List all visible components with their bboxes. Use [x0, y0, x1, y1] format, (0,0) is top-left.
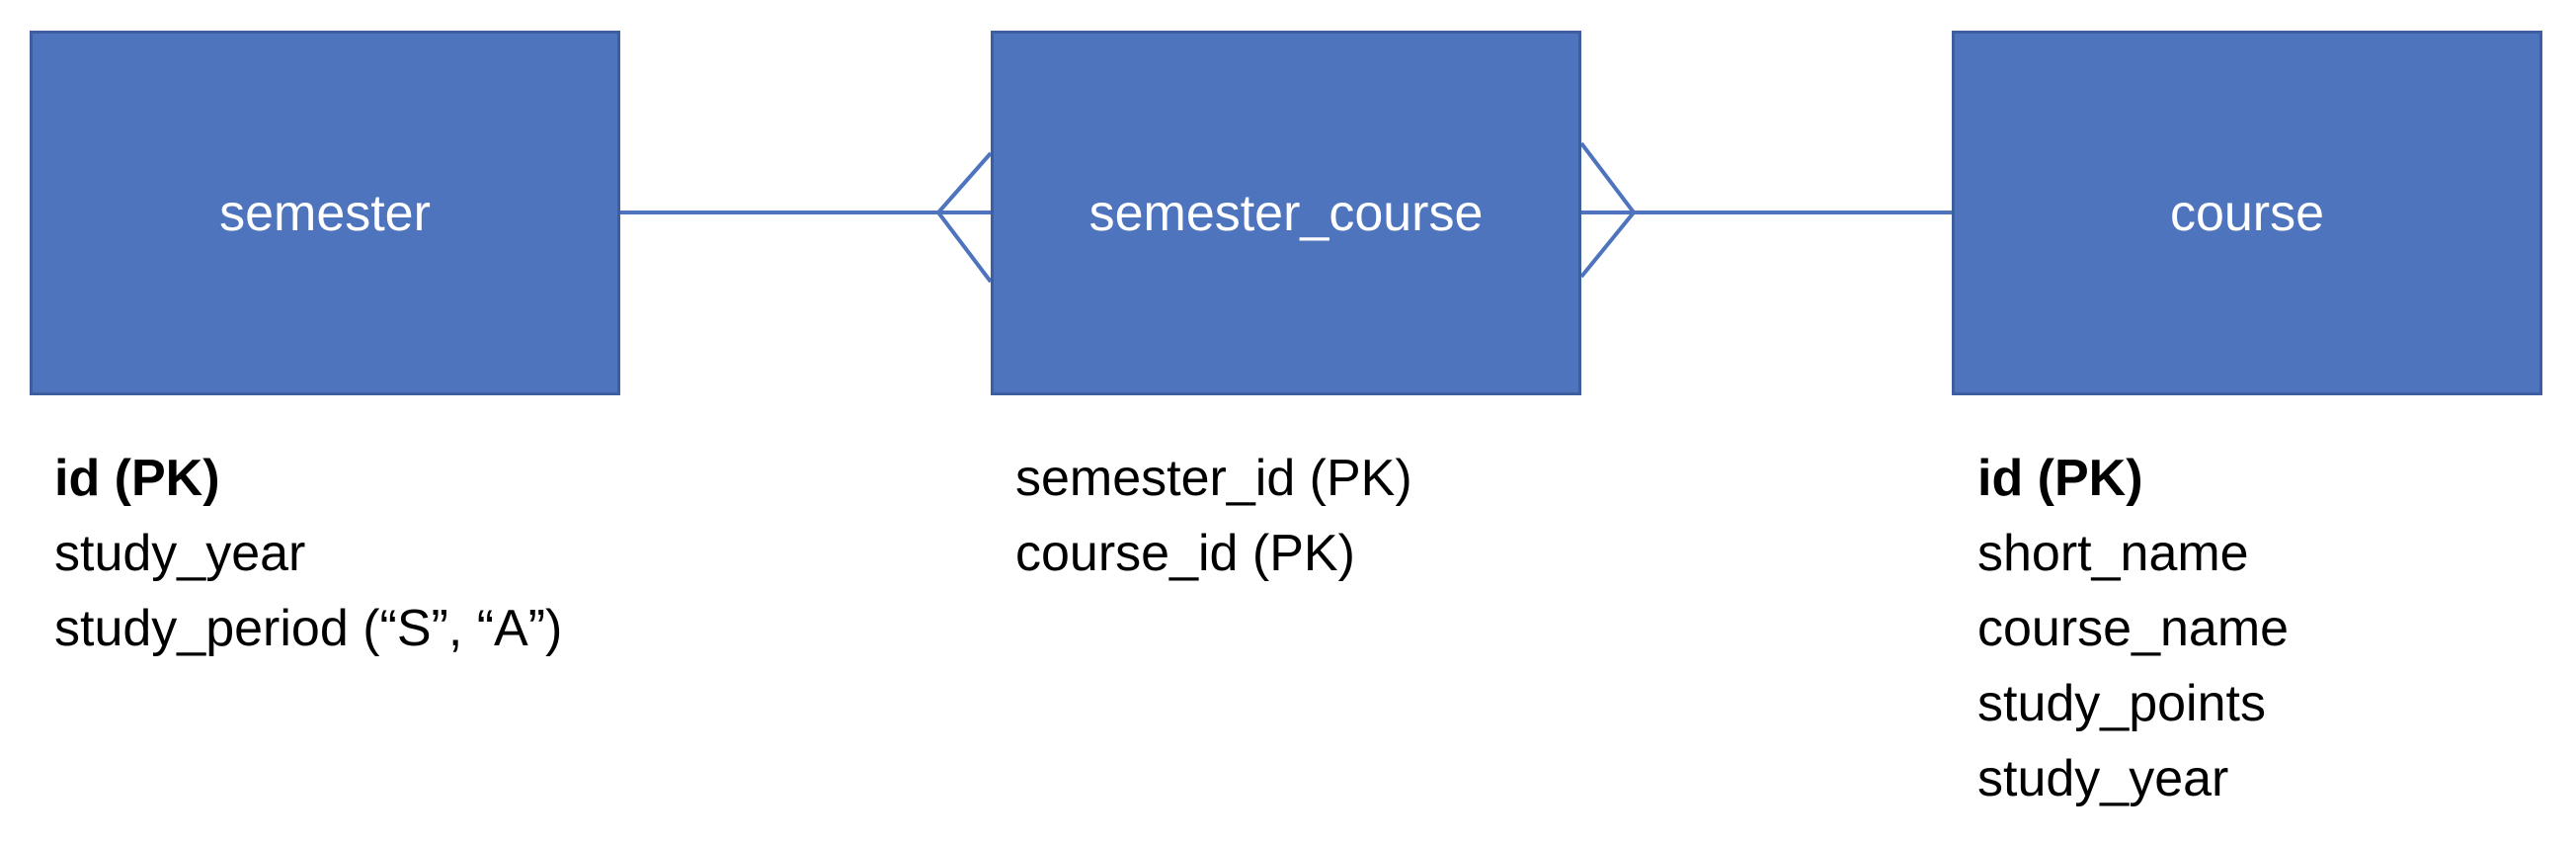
entity-semester-course-title: semester_course	[1088, 184, 1484, 242]
entity-semester-title: semester	[219, 184, 431, 242]
course-attribute-list: id (PK) short_name course_name study_poi…	[1977, 441, 2289, 816]
semester-course-attribute-list: semester_id (PK) course_id (PK)	[1015, 441, 1412, 591]
crows-foot-semester-course-left	[936, 151, 993, 284]
attribute-course-study-points: study_points	[1977, 675, 2266, 732]
entity-semester[interactable]: semester	[30, 31, 620, 395]
entity-course[interactable]: course	[1952, 31, 2542, 395]
attribute-course-short-name: short_name	[1977, 525, 2249, 582]
semester-attribute-list: id (PK) study_year study_period (“S”, “A…	[54, 441, 562, 666]
attribute-course-study-year: study_year	[1977, 750, 2229, 807]
relationship-course-to-semester-course	[1579, 141, 1952, 279]
relationship-semester-to-semester-course	[620, 151, 993, 284]
attribute-course-course-name: course_name	[1977, 600, 2290, 657]
attribute-semester-course-semester-id: semester_id (PK)	[1015, 450, 1412, 507]
attribute-course-id: id (PK)	[1977, 450, 2143, 507]
crows-foot-semester-course-right	[1579, 141, 1636, 279]
entity-semester-course[interactable]: semester_course	[991, 31, 1581, 395]
attribute-semester-study-period: study_period (“S”, “A”)	[54, 600, 563, 657]
attribute-semester-course-course-id: course_id (PK)	[1015, 525, 1355, 582]
entity-course-title: course	[2169, 184, 2325, 242]
attribute-semester-id: id (PK)	[54, 450, 220, 507]
attribute-semester-study-year: study_year	[54, 525, 306, 582]
